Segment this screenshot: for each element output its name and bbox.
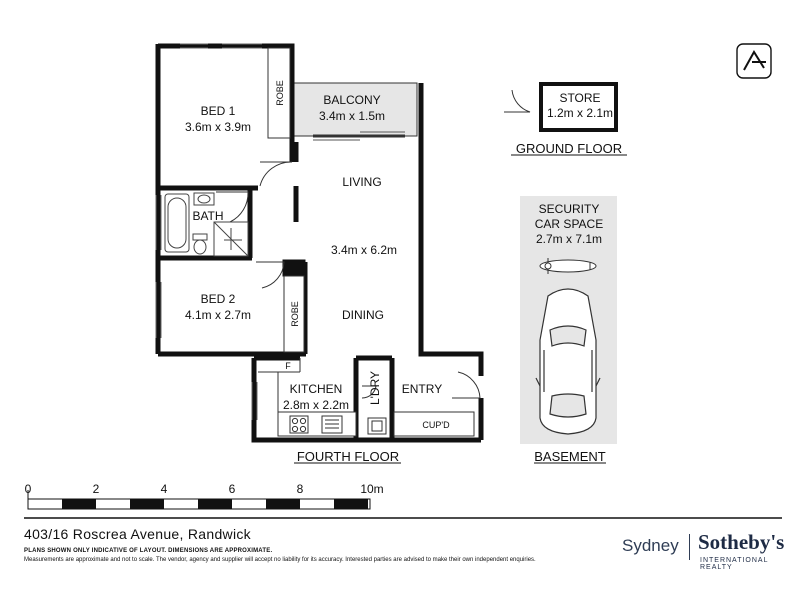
scale-tick-8: 8	[297, 482, 304, 496]
brand-logo: Sotheby's	[698, 530, 785, 554]
scale-tick-2: 2	[93, 482, 100, 496]
fourth-floor-title: FOURTH FLOOR	[297, 449, 399, 464]
scale-tick-4: 4	[161, 482, 168, 496]
cupboard-label: CUP'D	[422, 420, 450, 430]
car-space-label-2: CAR SPACE	[535, 217, 603, 231]
balcony-size: 3.4m x 1.5m	[319, 109, 385, 123]
living-size: 3.4m x 6.2m	[331, 243, 397, 257]
brand-subtitle: INTERNATIONAL REALTY	[700, 557, 769, 571]
living-label: LIVING	[342, 175, 381, 189]
robe-2	[283, 275, 305, 353]
property-address: 403/16 Roscrea Avenue, Randwick	[24, 526, 251, 542]
scale-bar	[27, 490, 371, 510]
kitchen-size: 2.8m x 2.2m	[283, 398, 349, 412]
dining-label: DINING	[342, 308, 384, 322]
fridge-label: F	[285, 361, 291, 371]
brand-city: Sydney	[622, 536, 679, 555]
balcony-label: BALCONY	[323, 93, 380, 107]
windows	[155, 43, 262, 420]
kitchen-benches	[258, 371, 475, 437]
scale-tick-0: 0	[25, 482, 32, 496]
doors	[216, 89, 531, 399]
scale-tick-6: 6	[229, 482, 236, 496]
store-size: 1.2m x 2.1m	[547, 106, 613, 120]
brand-divider	[689, 534, 690, 560]
bath-fixtures	[164, 192, 249, 257]
bed1-size: 3.6m x 3.9m	[185, 120, 251, 134]
entry-label: ENTRY	[402, 382, 442, 396]
kitchen-label: KITCHEN	[290, 382, 343, 396]
north-arrow-icon	[736, 43, 772, 79]
store-room	[539, 82, 618, 132]
laundry-label: L'DRY	[368, 371, 382, 405]
car-space-size: 2.7m x 7.1m	[536, 232, 602, 246]
exterior-walls	[155, 43, 484, 443]
robe1-label: ROBE	[275, 80, 285, 106]
scale-tick-10: 10m	[360, 482, 383, 496]
bed2-size: 4.1m x 2.7m	[185, 308, 251, 322]
bed1-label: BED 1	[201, 104, 236, 118]
bath-label: BATH	[192, 209, 223, 223]
car-icon	[535, 288, 601, 435]
car-space-label-1: SECURITY	[539, 202, 600, 216]
store-label: STORE	[559, 91, 600, 105]
bed2-label: BED 2	[201, 292, 236, 306]
ground-floor-title: GROUND FLOOR	[516, 141, 622, 156]
balcony-area	[292, 82, 418, 137]
robe2-label: ROBE	[290, 301, 300, 327]
motorbike-icon	[539, 258, 597, 274]
disclaimer-text: Measurements are approximate and not to …	[24, 557, 536, 563]
basement-title: BASEMENT	[534, 449, 606, 464]
disclaimer-heading: PLANS SHOWN ONLY INDICATIVE OF LAYOUT. D…	[24, 548, 273, 554]
robe-1	[267, 47, 291, 139]
